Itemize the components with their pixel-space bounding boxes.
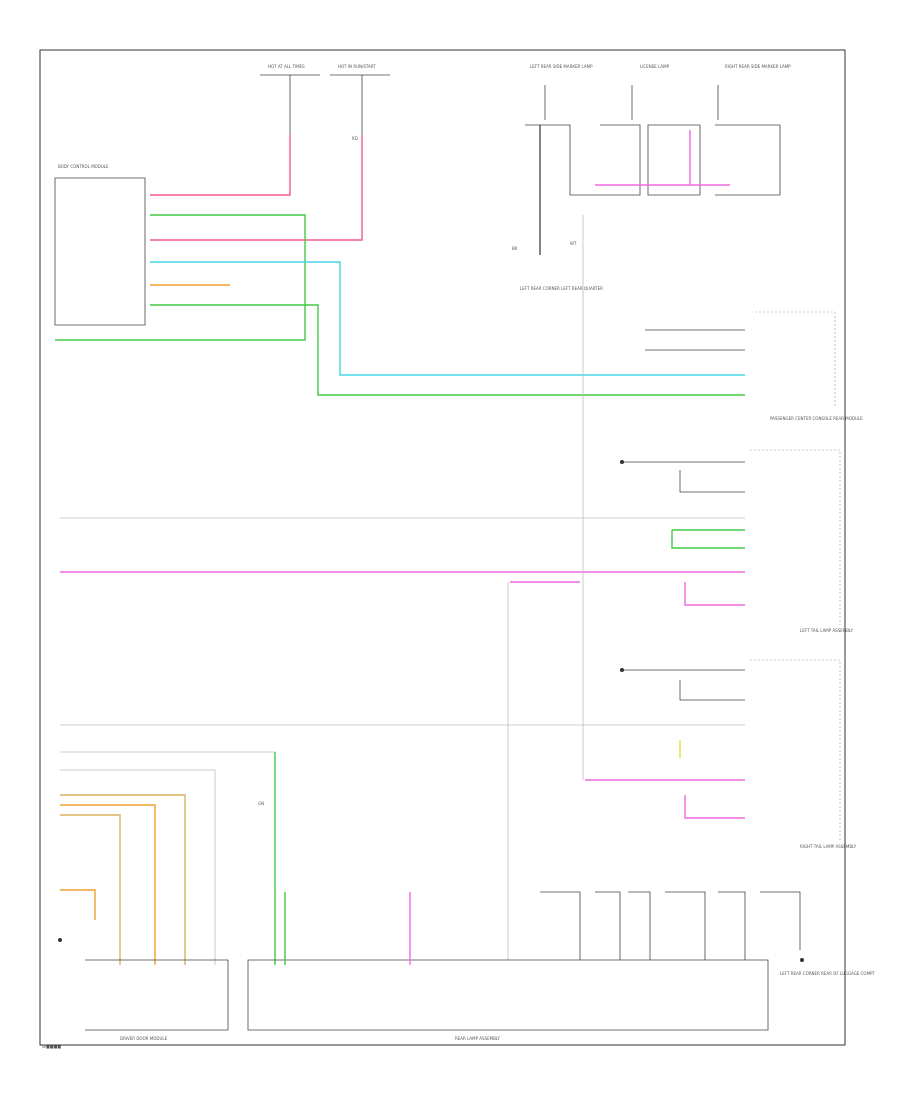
gray-wire-4 (60, 769, 216, 965)
red-wire-1 (150, 135, 291, 196)
left-tail-box (750, 449, 841, 625)
red-wire-2 (150, 135, 363, 241)
console-module-label: PASSENGER CENTER CONSOLE REAR MODULE (770, 416, 863, 421)
right-tail-box (750, 659, 841, 840)
green-wire-1 (55, 214, 306, 341)
lamp-2-lines (631, 85, 701, 196)
tan-wire-1 (60, 794, 186, 965)
orange-wire-1 (60, 804, 156, 965)
pin-dot (620, 460, 624, 464)
footer-code: W■■■■ (42, 1044, 61, 1049)
bottom-boxes (540, 891, 801, 960)
ground-label-2: LEFT REAR CORNER REAR OF LUGGAGE COMPT (780, 971, 875, 976)
right-tail-label: RIGHT TAIL LAMP ASSEMBLY (800, 844, 857, 849)
cyan-wire (150, 261, 745, 376)
console-module-box (755, 311, 836, 408)
right-connectors (622, 329, 745, 701)
orange-wire-2 (60, 889, 96, 920)
diagram-frame (39, 49, 846, 1046)
driver-door-label: DRIVER DOOR MODULE (120, 1036, 168, 1041)
rear-lamp-label: REAR LAMP ASSEMBLY (455, 1036, 501, 1041)
legend-mark-gn: GN (258, 801, 264, 806)
green-wire-2 (150, 304, 745, 396)
lamp-1-lines (525, 85, 641, 196)
bcm-box (54, 177, 146, 326)
lamp-3-lines (715, 85, 781, 196)
pin-dot (800, 958, 804, 962)
lamp-label-3: RIGHT REAR SIDE MARKER LAMP (725, 64, 791, 69)
pink-right-loop-2 (585, 779, 745, 819)
tan-wire-2 (60, 814, 121, 965)
pink-lamp-wire (595, 130, 730, 186)
pin-dot (620, 668, 624, 672)
lamp-label-2: LICENSE LAMP (640, 64, 670, 69)
green-short-right (671, 529, 745, 549)
pin-dot (58, 938, 62, 942)
pink-right-loop-1 (510, 581, 745, 606)
fuse-label-2: HOT IN RUN/START (338, 64, 376, 69)
legend-mark-rd: RD (352, 136, 358, 141)
ground-label-1: LEFT REAR CORNER LEFT REAR QUARTER (520, 286, 603, 291)
bcm-label: BODY CONTROL MODULE (58, 164, 109, 169)
fuse-label-1: HOT AT ALL TIMES (268, 64, 305, 69)
lamp-label-1: LEFT REAR SIDE MARKER LAMP (530, 64, 593, 69)
legend-mark-wt: WT (570, 241, 577, 246)
rear-lamp-assembly (247, 959, 769, 1031)
driver-door-module (85, 959, 229, 1031)
left-tail-label: LEFT TAIL LAMP ASSEMBLY (800, 628, 854, 633)
legend-mark-bk: BK (512, 246, 518, 251)
